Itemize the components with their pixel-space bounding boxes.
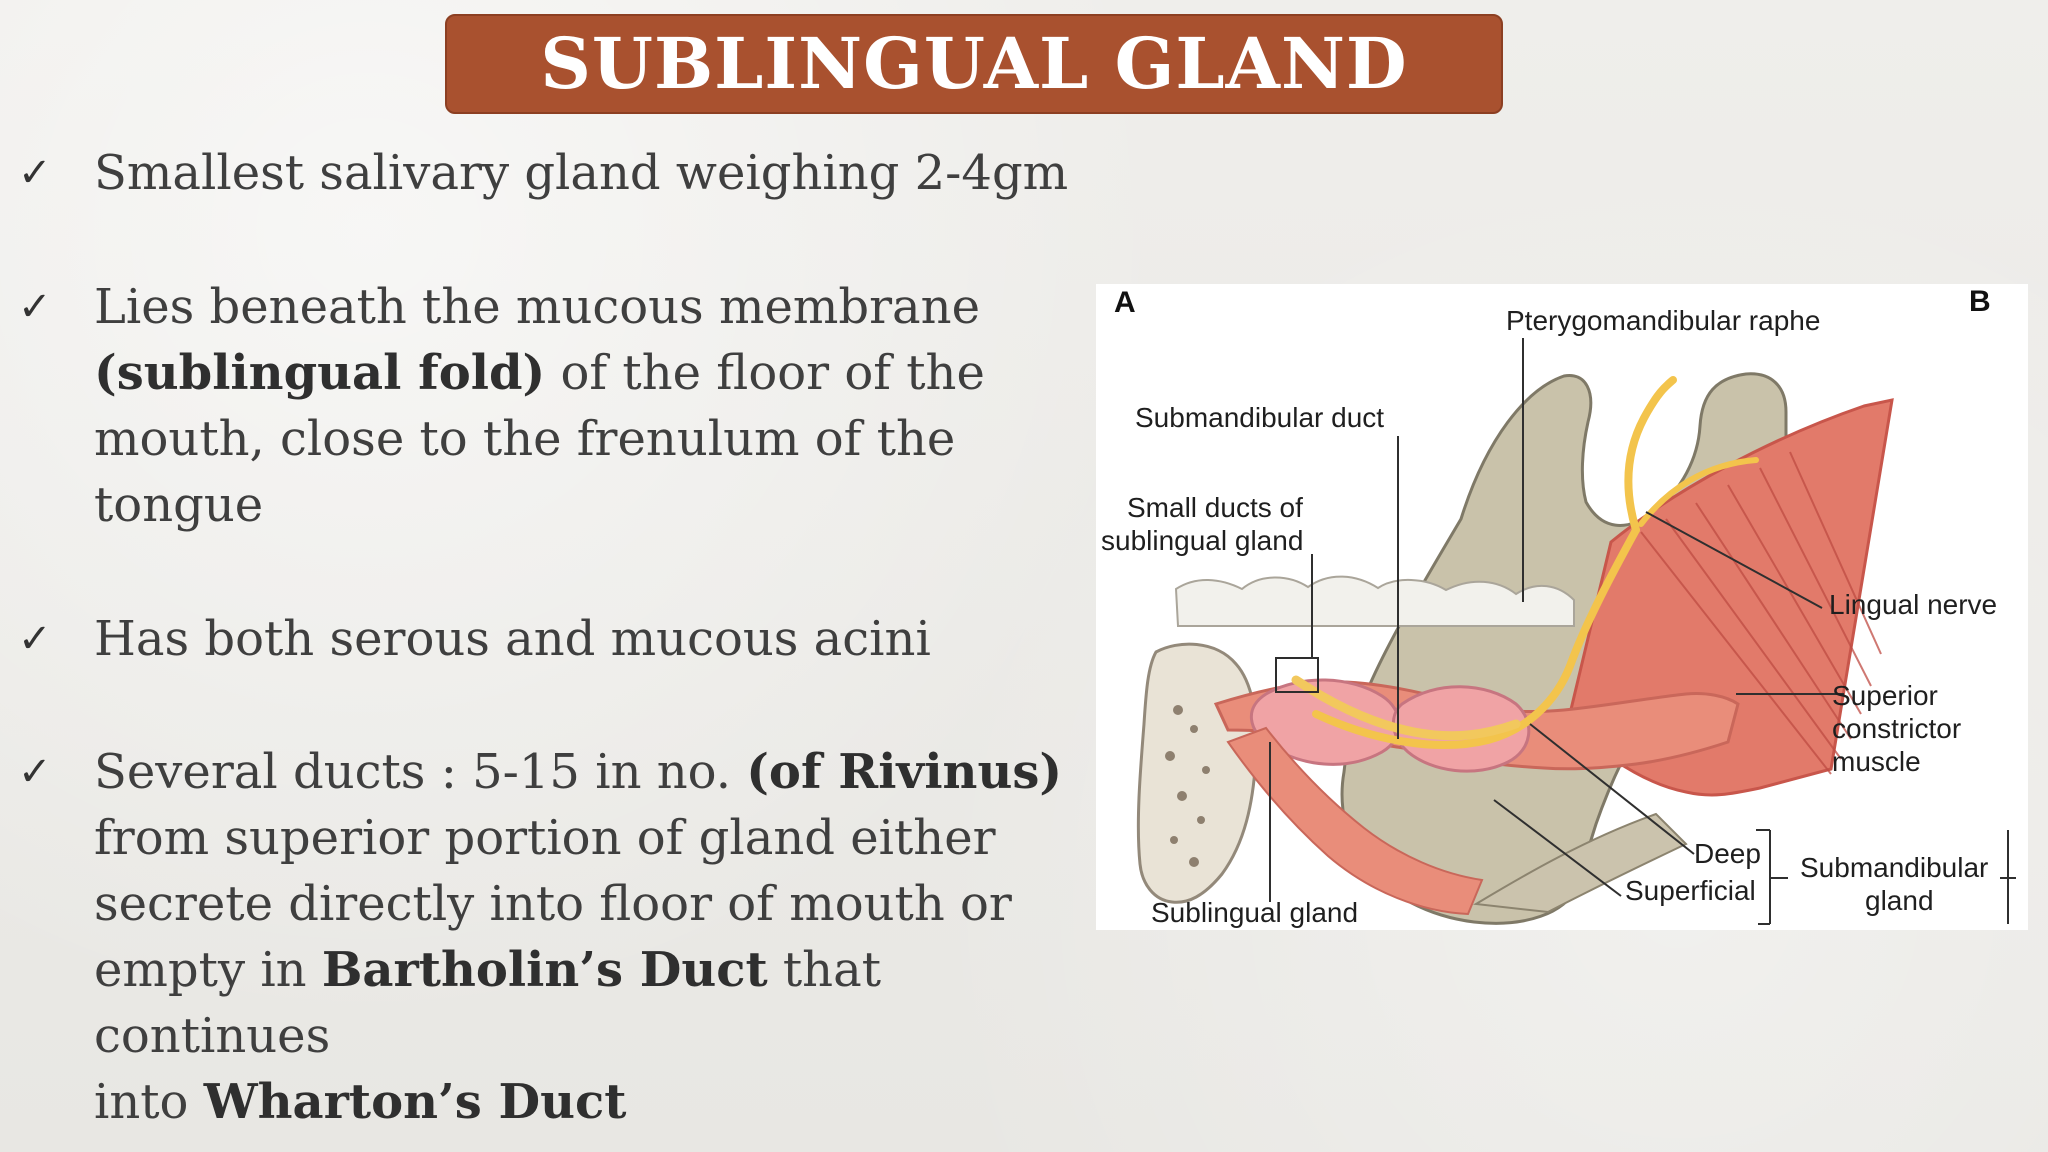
check-icon: ✓	[18, 150, 52, 196]
check-icon: ✓	[18, 284, 52, 330]
label-small-ducts-line2: sublingual gland	[1101, 525, 1303, 556]
bone-texture	[1165, 705, 1210, 867]
bold-phrase: (of Rivinus)	[746, 744, 1063, 800]
small-ducts-marker	[1275, 657, 1319, 693]
check-icon: ✓	[18, 616, 52, 662]
bullet-line: Has both serous and mucous acini	[94, 611, 931, 667]
bullet-line: Several ducts : 5-15 in no. (of Rivinus)	[94, 739, 1098, 805]
deep-submandibular-gland-shape	[1392, 685, 1531, 773]
diagram-leader-lines	[1269, 338, 2016, 925]
text-phrase: that continues	[94, 942, 881, 1064]
bold-phrase: Wharton’s Duct	[203, 1074, 627, 1130]
label-lingual-nerve: Lingual nerve	[1829, 589, 1997, 620]
muscle-fibers	[1640, 451, 1882, 775]
bullet-text: Several ducts : 5-15 in no. (of Rivinus)…	[94, 739, 1098, 1135]
bullet-line: mouth, close to the frenulum of the	[94, 411, 956, 467]
bullet-ducts: ✓ Several ducts : 5-15 in no. (of Rivinu…	[18, 739, 1098, 1135]
mylohyoid-muscle-shape	[1226, 726, 1484, 916]
bullet-line: Smallest salivary gland weighing 2-4gm	[94, 145, 1069, 201]
bullet-text: Lies beneath the mucous membrane (sublin…	[94, 274, 1098, 538]
text-phrase: into	[94, 1074, 204, 1130]
bullet-line: from superior portion of gland either	[94, 810, 996, 866]
bullet-line: tongue	[94, 477, 264, 533]
bullet-location: ✓ Lies beneath the mucous membrane (subl…	[18, 274, 1098, 538]
bullet-line: empty in Bartholin’s Duct that continues	[94, 937, 1098, 1069]
bullet-line: Lies beneath the mucous membrane	[94, 279, 980, 335]
bullet-acini: ✓ Has both serous and mucous acini	[18, 606, 1098, 672]
bullet-text: Has both serous and mucous acini	[94, 606, 1098, 672]
bullet-text: Smallest salivary gland weighing 2-4gm	[94, 140, 1098, 206]
label-submandibular-gland-line2: gland	[1865, 885, 1934, 916]
label-deep: Deep	[1694, 838, 1761, 869]
label-superior-line3: muscle	[1832, 746, 1921, 777]
panel-label-b: B	[1969, 285, 1991, 318]
label-sublingual-gland: Sublingual gland	[1151, 897, 1358, 928]
text-phrase: empty in	[94, 942, 322, 998]
label-submandibular-gland-line1: Submandibular	[1800, 852, 1988, 883]
bullet-line: (sublingual fold) of the floor of the	[94, 340, 1098, 406]
text-phrase: of the floor of the	[545, 345, 985, 401]
lingual-nerve-branch-1	[1624, 376, 1677, 534]
bold-phrase: Bartholin’s Duct	[321, 942, 768, 998]
hyoid-bone-shape	[1472, 812, 1688, 914]
anatomy-diagram: A B Pterygomandibular raphe Submandibula…	[1096, 284, 2028, 930]
bullet-line: into Wharton’s Duct	[94, 1069, 1098, 1135]
bullet-line: secrete directly into floor of mouth or	[94, 876, 1012, 932]
title-bar: SUBLINGUAL GLAND	[445, 14, 1503, 114]
lingual-nerve-main	[1312, 526, 1640, 749]
text-phrase: Several ducts : 5-15 in no.	[94, 744, 747, 800]
label-pterygomandibular-raphe: Pterygomandibular raphe	[1506, 305, 1820, 336]
check-icon: ✓	[18, 749, 52, 795]
label-superior-line2: constrictor	[1832, 713, 1961, 744]
label-small-ducts-line1: Small ducts of	[1127, 492, 1303, 523]
anatomy-illustration: A B Pterygomandibular raphe Submandibula…	[1096, 284, 2028, 930]
submandibular-duct-shape	[1291, 675, 1521, 741]
panel-label-a: A	[1114, 286, 1136, 319]
page-title: SUBLINGUAL GLAND	[540, 22, 1408, 105]
bold-phrase: (sublingual fold)	[94, 345, 546, 401]
label-superior-line1: Superior	[1832, 680, 1938, 711]
teeth-row	[1174, 575, 1575, 627]
label-submandibular-duct: Submandibular duct	[1135, 402, 1384, 433]
lingual-nerve-branch-2	[1638, 457, 1759, 527]
bullet-smallest-gland: ✓ Smallest salivary gland weighing 2-4gm	[18, 140, 1098, 206]
label-superficial: Superficial	[1625, 875, 1756, 906]
